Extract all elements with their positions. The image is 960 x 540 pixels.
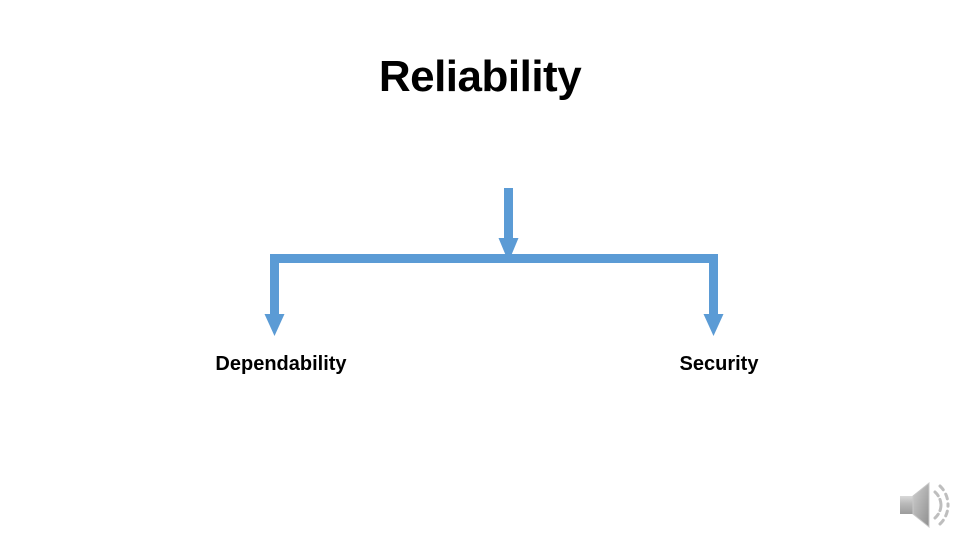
node-label-dependability: Dependability <box>215 353 347 375</box>
page-title: Reliability <box>378 52 582 101</box>
node-label-security: Security <box>679 353 759 375</box>
arrow-branch-left <box>264 254 285 336</box>
sound-wave-arcs <box>933 484 950 526</box>
arrow-branch-right <box>703 254 724 336</box>
speaker-icon[interactable] <box>895 475 957 535</box>
arrow-root-down <box>498 188 519 262</box>
speaker-body <box>900 481 930 529</box>
connector-horizontal-bar <box>270 254 718 263</box>
